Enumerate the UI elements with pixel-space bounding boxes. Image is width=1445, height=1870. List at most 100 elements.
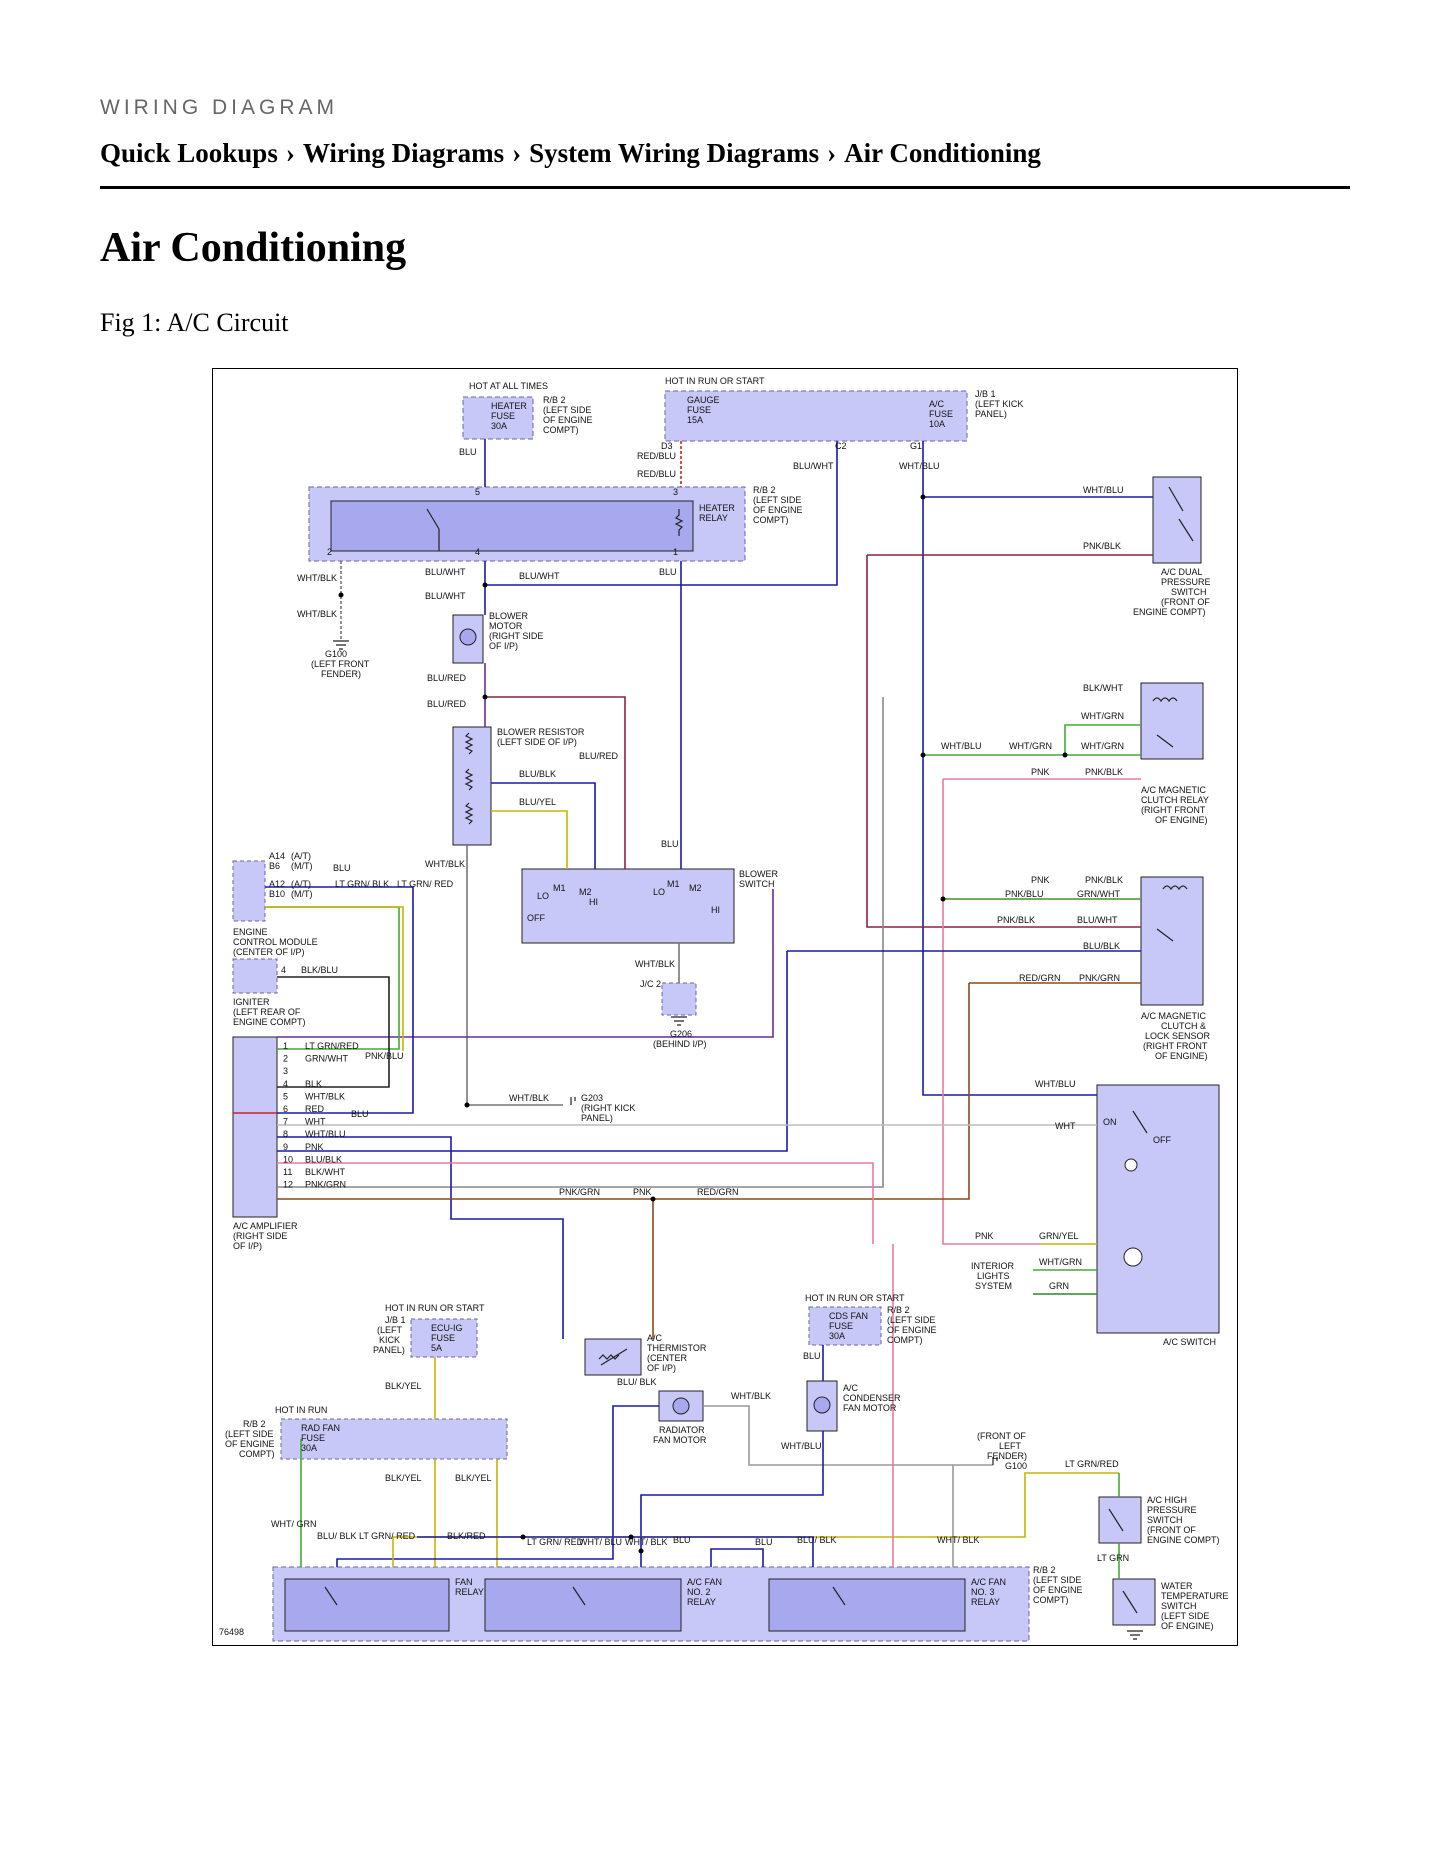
label-dual-0: A/C DUAL — [1161, 567, 1203, 577]
breadcrumb-item-wiring-diagrams[interactable]: Wiring Diagrams — [302, 138, 505, 168]
label-blower-switch-0: BLOWER — [739, 869, 779, 879]
ecu-ig-fuse-box — [410, 1318, 478, 1358]
wire-label-blu-blk-motor: BLU/ BLK — [617, 1377, 657, 1387]
label-rb2-top-3: COMPT) — [543, 425, 579, 435]
diagram-text: HOT AT ALL TIMES HOT IN RUN OR START HEA… — [219, 376, 1228, 1637]
label-heater-relay-0: HEATER — [699, 503, 735, 513]
amplifier-pin-number: 1 — [283, 1041, 288, 1051]
pin-1: 1 — [673, 547, 678, 557]
label-g100f-2: FENDER) — [987, 1451, 1027, 1461]
wt-switch-contact — [1122, 1590, 1138, 1614]
wire-label-pnk-amp: PNK — [633, 1187, 652, 1197]
label-rb2-top-1: (LEFT SIDE — [543, 405, 591, 415]
wire-label-blk-red: BLK/RED — [447, 1531, 486, 1541]
label-ac-fuse-1: FUSE — [929, 409, 953, 419]
wire-label-wht-blu-clutch: WHT/BLU — [941, 741, 982, 751]
breadcrumb: Quick Lookups›Wiring Diagrams›System Wir… — [100, 138, 1041, 169]
label-lo-2: LO — [653, 887, 665, 897]
label-blower-resistor-0: BLOWER RESISTOR — [497, 727, 585, 737]
wire-label-blu-ecm: BLU — [333, 863, 351, 873]
label-ecm-0: ENGINE — [233, 927, 268, 937]
label-relay2-1: NO. 2 — [687, 1587, 711, 1597]
label-rb2-bottom-2: OF ENGINE — [1033, 1585, 1083, 1595]
label-heater-fuse-0: HEATER — [491, 401, 527, 411]
label-wt-1: TEMPERATURE — [1161, 1591, 1228, 1601]
breadcrumb-separator: › — [827, 138, 837, 168]
heater-fuse-box — [462, 396, 534, 440]
label-relay3-2: RELAY — [971, 1597, 1000, 1607]
wire-label-wht-grn-4: WHT/GRN — [1039, 1257, 1082, 1267]
label-hi: HI — [589, 897, 598, 907]
wire-wht-blu-cds — [640, 1431, 824, 1567]
label-igniter-2: ENGINE COMPT) — [233, 1017, 306, 1027]
heater-relay-inner — [330, 500, 694, 552]
wire-label-wht-switch: WHT — [1055, 1121, 1076, 1131]
label-condenser-1: CONDENSER — [843, 1393, 901, 1403]
label-thermistor-0: A/C — [647, 1333, 663, 1343]
relay3-switch — [832, 1586, 846, 1606]
label-ecm-mode-3: (M/T) — [291, 889, 313, 899]
wire-label-blu-blk: BLU/BLK — [519, 769, 556, 779]
label-cds-0: CDS FAN — [829, 1311, 868, 1321]
label-m1-2: M1 — [667, 879, 680, 889]
igniter-box — [232, 958, 278, 994]
wire-label-blu-red-2: BLU/RED — [427, 699, 467, 709]
label-fan-relay-1: RELAY — [455, 1587, 484, 1597]
label-g1: G1 — [910, 441, 922, 451]
label-jb1-kick-1: (LEFT — [377, 1325, 403, 1335]
wire-label-grn-wht: GRN/WHT — [1077, 889, 1120, 899]
label-rb2-rad-3: COMPT) — [239, 1449, 275, 1459]
amplifier-pin-number: 5 — [283, 1091, 288, 1101]
label-blower-motor-1: MOTOR — [489, 621, 523, 631]
amplifier-pin-number: 12 — [283, 1180, 293, 1190]
amplifier-pin-wire: PNK/GRN — [305, 1180, 346, 1190]
label-c2: C2 — [835, 441, 847, 451]
label-ecm-pin-a12: A12 — [269, 879, 285, 889]
label-ecm-mode-1: (M/T) — [291, 861, 313, 871]
label-switch-off: OFF — [1153, 1135, 1171, 1145]
wire-label-grn: GRN — [1049, 1281, 1069, 1291]
label-jb1-kick-3: PANEL) — [373, 1345, 405, 1355]
ac-switch-led-icon — [1124, 1158, 1138, 1172]
wire-label-blk-wht: BLK/WHT — [1083, 683, 1124, 693]
pin-igniter-4: 4 — [281, 965, 286, 975]
mag-clutch-sensor-box — [1140, 876, 1204, 1006]
label-switch-on: ON — [1103, 1117, 1117, 1127]
header-divider — [100, 186, 1350, 189]
wire-label-blk-yel-3: BLK/YEL — [455, 1473, 492, 1483]
label-m2: M2 — [579, 887, 592, 897]
label-cds-2: 30A — [829, 1331, 845, 1341]
wire-label-blk-yel: BLK/YEL — [385, 1381, 422, 1391]
label-hot-run-start-2: HOT IN RUN OR START — [385, 1303, 485, 1313]
wire-label-pnk-switch: PNK — [975, 1231, 994, 1241]
breadcrumb-item-system-wiring-diagrams[interactable]: System Wiring Diagrams — [529, 138, 820, 168]
wire-label-wht-blu: WHT/BLU — [899, 461, 940, 471]
label-g100-2: FENDER) — [321, 669, 361, 679]
label-m1: M1 — [553, 883, 566, 893]
label-thermistor-1: THERMISTOR — [647, 1343, 707, 1353]
wire-label-red-grn-2: RED/GRN — [1019, 973, 1061, 983]
breadcrumb-item-air-conditioning[interactable]: Air Conditioning — [844, 138, 1041, 168]
wire-label-blu-red-3: BLU/RED — [579, 751, 619, 761]
wire-label-pnk-blk-4: PNK/BLK — [997, 915, 1035, 925]
wire-label-blu-wht: BLU/WHT — [793, 461, 834, 471]
wire-label-lt-grn-blk: LT GRN/ BLK — [335, 879, 389, 889]
label-heater-fuse-1: FUSE — [491, 411, 515, 421]
wire-label-pnk-2: PNK — [1031, 875, 1050, 885]
condenser-motor-icon — [813, 1396, 831, 1414]
wiring-diagram-canvas: HOT AT ALL TIMES HOT IN RUN OR START HEA… — [219, 376, 1228, 1642]
heater-relay-coil — [674, 509, 684, 536]
wire-label-wht-blk: WHT/BLK — [297, 573, 337, 583]
label-rb2-bottom-3: COMPT) — [1033, 1595, 1069, 1605]
wire-blu-relay-connect — [417, 1536, 814, 1567]
label-g203-1: (RIGHT KICK — [581, 1103, 635, 1113]
breadcrumb-separator: › — [512, 138, 522, 168]
label-g206-1: (BEHIND I/P) — [653, 1039, 707, 1049]
amplifier-pin-wire: PNK — [305, 1142, 324, 1152]
breadcrumb-separator: › — [285, 138, 295, 168]
wire-label-blu-blk-bottom: BLU/ BLK — [317, 1531, 357, 1541]
breadcrumb-item-quick-lookups[interactable]: Quick Lookups — [100, 138, 278, 168]
amplifier-pin-number: 10 — [283, 1154, 293, 1164]
splice-dot — [338, 592, 344, 598]
label-igniter-0: IGNITER — [233, 997, 270, 1007]
